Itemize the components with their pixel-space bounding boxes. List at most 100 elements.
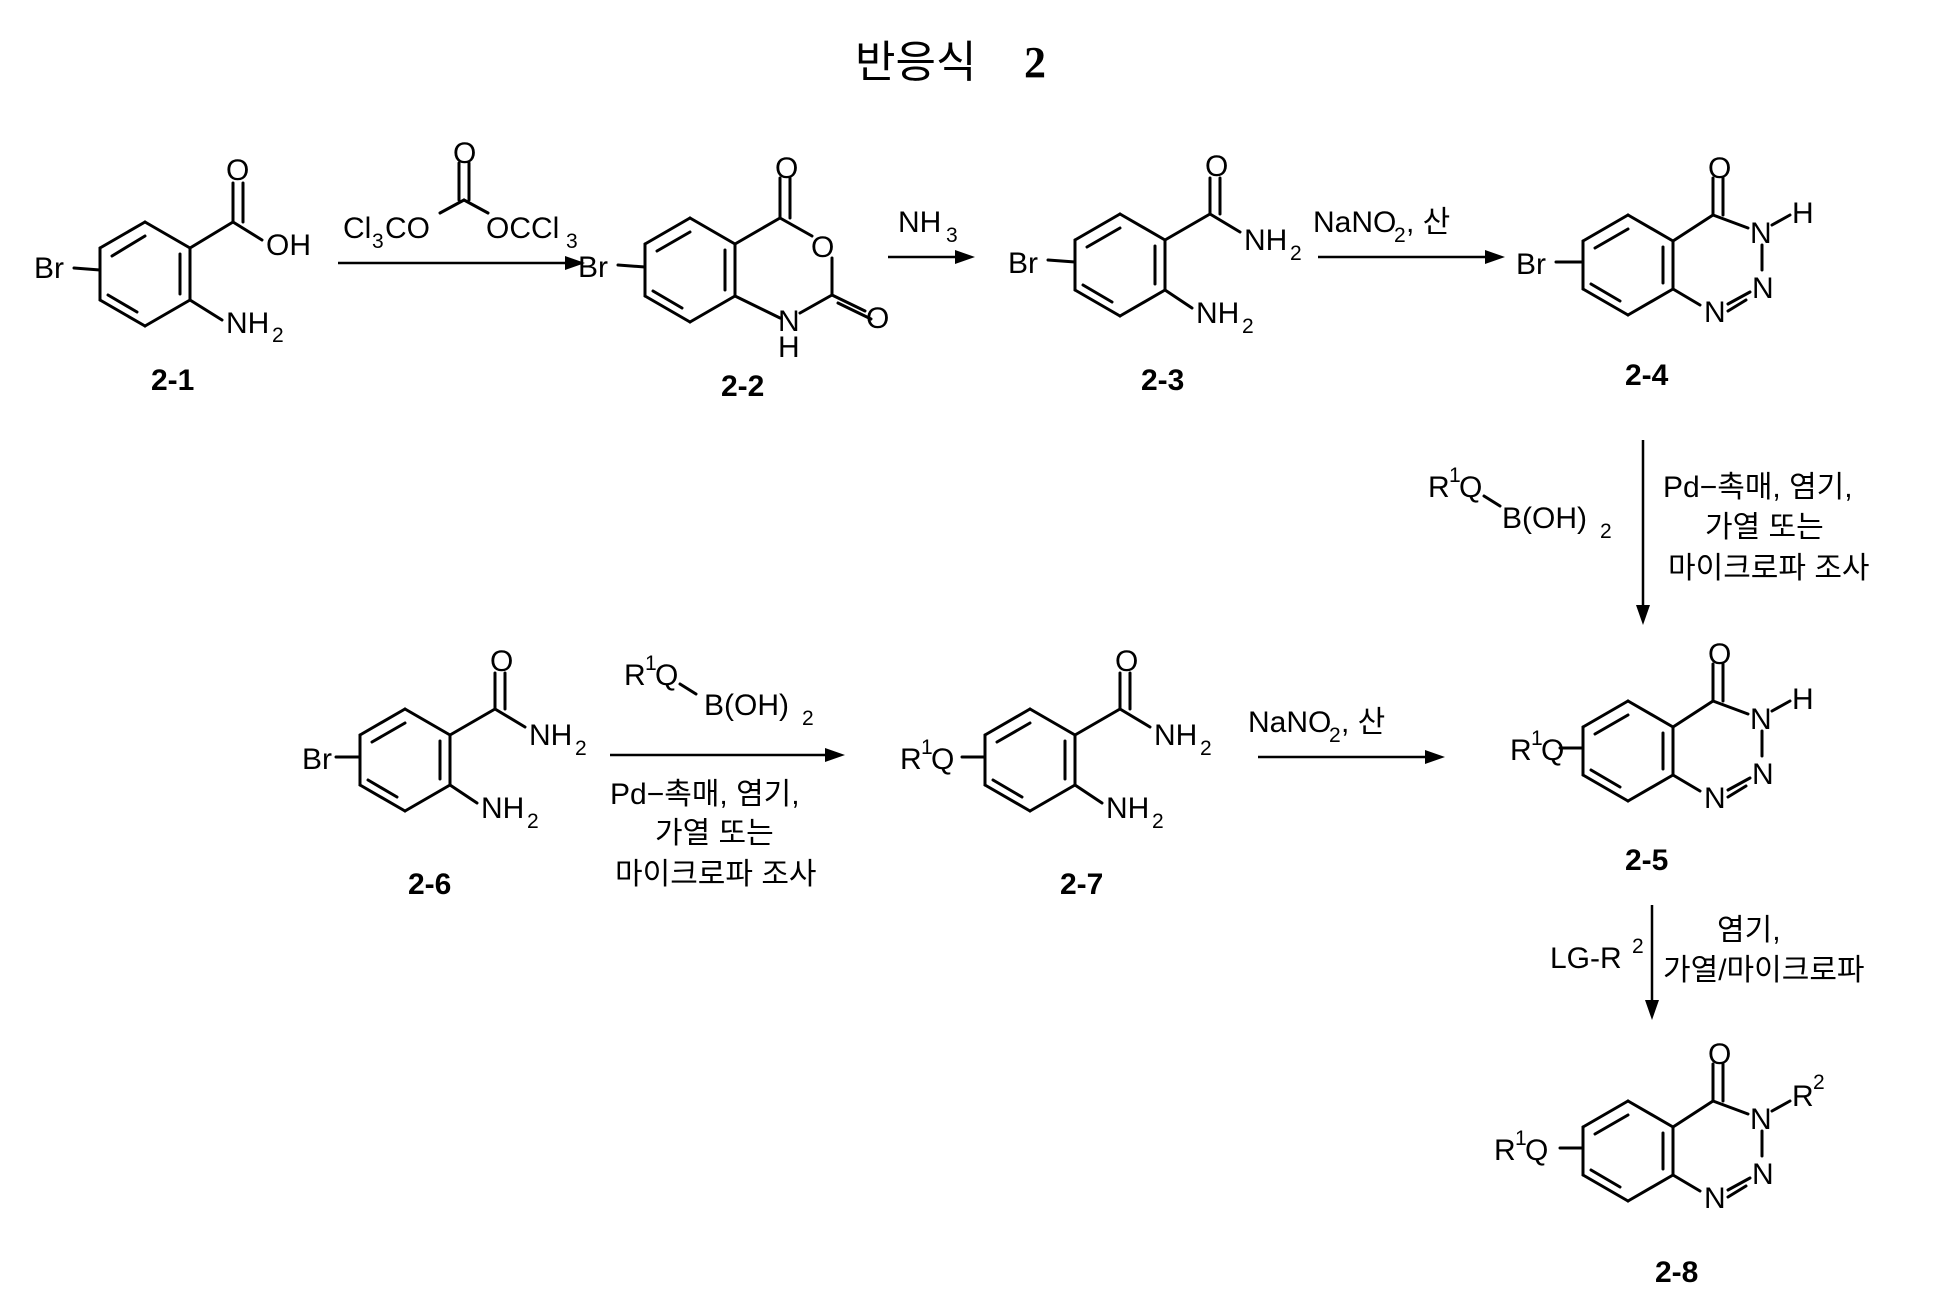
label-2-1-br: Br bbox=[34, 252, 64, 285]
label-2-1-o: O bbox=[226, 154, 249, 187]
label-2-1-nh2-sub: 2 bbox=[272, 324, 284, 347]
suzuki-conditions-1-line-2: 가열 또는 bbox=[1705, 511, 1824, 544]
label-2-2-o-right: O bbox=[866, 302, 889, 335]
boronic-1-q: Q bbox=[1459, 471, 1482, 504]
label-2-1-oh: OH bbox=[266, 229, 311, 262]
reaction-arrow-2 bbox=[888, 250, 975, 264]
label-2-5-r: R bbox=[1510, 734, 1532, 767]
structure-2-5: O N H N N R 1 Q bbox=[1510, 638, 1814, 815]
label-2-6-nh2-amine-sub: 2 bbox=[527, 810, 539, 833]
label-2-2-o-ring: O bbox=[811, 231, 834, 264]
alkylation-reagent: LG-R bbox=[1550, 942, 1622, 975]
boronic-1-r: R bbox=[1428, 471, 1450, 504]
triphosgene-left: Cl bbox=[343, 212, 371, 245]
label-2-3-br: Br bbox=[1008, 247, 1038, 280]
label-2-7-r: R bbox=[900, 743, 922, 776]
suzuki-conditions-1-line-1: Pd−촉매, 염기, bbox=[1663, 471, 1853, 504]
ammonia-reagent-sub: 3 bbox=[946, 224, 958, 247]
reaction-arrow-3 bbox=[1318, 250, 1505, 264]
label-2-5-h: H bbox=[1792, 683, 1814, 716]
label-2-8-n3: N bbox=[1750, 1103, 1772, 1136]
structure-2-4: O N H N N Br bbox=[1516, 152, 1814, 329]
reaction-arrow-6 bbox=[1258, 750, 1445, 764]
label-2-2-br: Br bbox=[578, 251, 608, 284]
label-2-3-o: O bbox=[1205, 150, 1228, 183]
structure-2-6: O NH 2 NH 2 Br bbox=[302, 645, 587, 833]
compound-number-2-3: 2-3 bbox=[1141, 364, 1184, 397]
scheme-number: 2 bbox=[1024, 38, 1046, 87]
structure-2-7: O NH 2 NH 2 R 1 Q bbox=[900, 645, 1212, 833]
structure-2-2: O O O N H Br bbox=[578, 152, 889, 364]
label-2-7-nh2-amide: NH bbox=[1154, 719, 1197, 752]
label-2-4-n1: N bbox=[1704, 296, 1726, 329]
boronic-2-r: R bbox=[624, 659, 646, 692]
ammonia-reagent: NH bbox=[898, 206, 941, 239]
boronic-1-b-sub: 2 bbox=[1600, 520, 1612, 543]
boronic-2-q: Q bbox=[655, 659, 678, 692]
reaction-arrow-5 bbox=[610, 748, 845, 762]
label-2-7-o: O bbox=[1115, 645, 1138, 678]
triphosgene-left-sub: 3 bbox=[372, 230, 384, 253]
compound-number-2-1: 2-1 bbox=[151, 364, 194, 397]
label-2-5-n3: N bbox=[1750, 703, 1772, 736]
diazotization-reagent-1-suffix: , 산 bbox=[1406, 206, 1450, 239]
label-2-5-n2: N bbox=[1752, 758, 1774, 791]
compound-number-2-8: 2-8 bbox=[1655, 1256, 1698, 1289]
label-2-1-nh2: NH bbox=[226, 307, 269, 340]
suzuki-conditions-2-line-2: 가열 또는 bbox=[655, 817, 774, 850]
suzuki-conditions-2-line-1: Pd−촉매, 염기, bbox=[610, 778, 800, 811]
label-2-3-nh2-amide: NH bbox=[1244, 224, 1287, 257]
label-2-8-r2-sup: 2 bbox=[1813, 1071, 1825, 1094]
structure-2-1: O OH NH 2 Br bbox=[34, 154, 311, 347]
label-2-3-nh2-amide-sub: 2 bbox=[1290, 242, 1302, 265]
label-2-8-o: O bbox=[1708, 1038, 1731, 1071]
label-2-4-n2: N bbox=[1752, 272, 1774, 305]
alkylation-conditions-line-1: 염기, bbox=[1717, 914, 1781, 947]
label-2-4-o: O bbox=[1708, 152, 1731, 185]
compound-number-2-4: 2-4 bbox=[1625, 359, 1669, 392]
label-2-7-nh2-amide-sub: 2 bbox=[1200, 737, 1212, 760]
label-2-6-nh2-amine: NH bbox=[481, 792, 524, 825]
reaction-arrow-1 bbox=[338, 256, 585, 270]
diazotization-reagent-2: NaNO bbox=[1248, 706, 1331, 739]
triphosgene-right: OCCl bbox=[486, 212, 559, 245]
compound-number-2-2: 2-2 bbox=[721, 370, 764, 403]
label-2-7-nh2-amine-sub: 2 bbox=[1152, 810, 1164, 833]
reaction-arrow-7 bbox=[1645, 905, 1659, 1020]
label-2-6-o: O bbox=[490, 645, 513, 678]
structure-2-8: O N R 2 N N R 1 Q bbox=[1494, 1038, 1825, 1215]
label-2-8-r1: R bbox=[1494, 1134, 1516, 1167]
label-2-2-h: H bbox=[778, 331, 800, 364]
alkylation-reagent-sup: 2 bbox=[1632, 935, 1644, 958]
label-2-3-nh2-amine-sub: 2 bbox=[1242, 315, 1254, 338]
boronic-2-b: B(OH) bbox=[704, 689, 789, 722]
label-2-8-q: Q bbox=[1525, 1134, 1548, 1167]
label-2-6-br: Br bbox=[302, 743, 332, 776]
boronic-1-b: B(OH) bbox=[1502, 502, 1587, 535]
compound-number-2-6: 2-6 bbox=[408, 868, 451, 901]
label-2-5-o: O bbox=[1708, 638, 1731, 671]
triphosgene-o-top: O bbox=[453, 137, 476, 170]
suzuki-conditions-1-line-3: 마이크로파 조사 bbox=[1668, 552, 1870, 585]
label-2-3-nh2-amine: NH bbox=[1196, 297, 1239, 330]
scheme-title: 반응식 bbox=[855, 37, 976, 88]
label-2-6-nh2-amide-sub: 2 bbox=[575, 737, 587, 760]
label-2-8-n1: N bbox=[1704, 1182, 1726, 1215]
diazotization-reagent-1: NaNO bbox=[1313, 206, 1396, 239]
label-2-7-nh2-amine: NH bbox=[1106, 792, 1149, 825]
compound-number-2-7: 2-7 bbox=[1060, 868, 1103, 901]
triphosgene-left-tail: CO bbox=[385, 212, 430, 245]
boronic-acid-reagent-2: R 1 Q B(OH) 2 bbox=[624, 652, 814, 730]
alkylation-conditions-line-2: 가열/마이크로파 bbox=[1663, 954, 1865, 987]
diazotization-reagent-2-suffix: , 산 bbox=[1341, 706, 1385, 739]
diazotization-reagent-2-sub: 2 bbox=[1329, 724, 1341, 747]
label-2-5-q: Q bbox=[1541, 734, 1564, 767]
label-2-7-q: Q bbox=[931, 743, 954, 776]
triphosgene-right-sub: 3 bbox=[566, 230, 578, 253]
label-2-5-n1: N bbox=[1704, 782, 1726, 815]
compound-number-2-5: 2-5 bbox=[1625, 844, 1668, 877]
label-2-4-n3: N bbox=[1750, 217, 1772, 250]
structure-2-3: O NH 2 NH 2 Br bbox=[1008, 150, 1302, 338]
label-2-8-r2: R bbox=[1792, 1080, 1814, 1113]
